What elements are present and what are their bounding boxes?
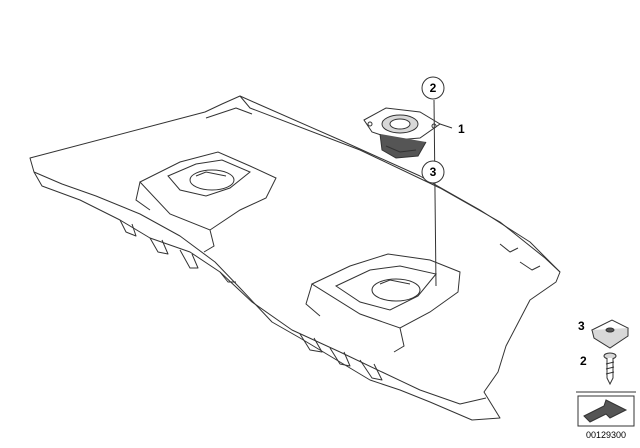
direction-arrow-icon <box>577 395 635 427</box>
callout-bubble-2-label: 2 <box>430 81 437 95</box>
callout-leader-tick <box>439 123 453 129</box>
speaker-icon <box>363 107 441 159</box>
callout-bubble-3-label: 3 <box>430 165 437 179</box>
screw-icon <box>603 352 617 386</box>
left-speaker-recess <box>135 151 277 253</box>
callout-bubble-3: 3 <box>421 160 445 184</box>
clip-nut-icon <box>590 319 629 349</box>
callout-part-1: 1 <box>458 122 465 136</box>
right-speaker-recess <box>305 253 461 353</box>
callout-bubble-2: 2 <box>421 76 445 100</box>
legend-screw-number: 2 <box>580 354 587 368</box>
legend-clip-nut-number: 3 <box>578 319 585 333</box>
callout-leader-line <box>433 99 437 287</box>
rear-parcel-shelf <box>29 95 561 421</box>
diagram-id: 00129300 <box>586 430 626 440</box>
